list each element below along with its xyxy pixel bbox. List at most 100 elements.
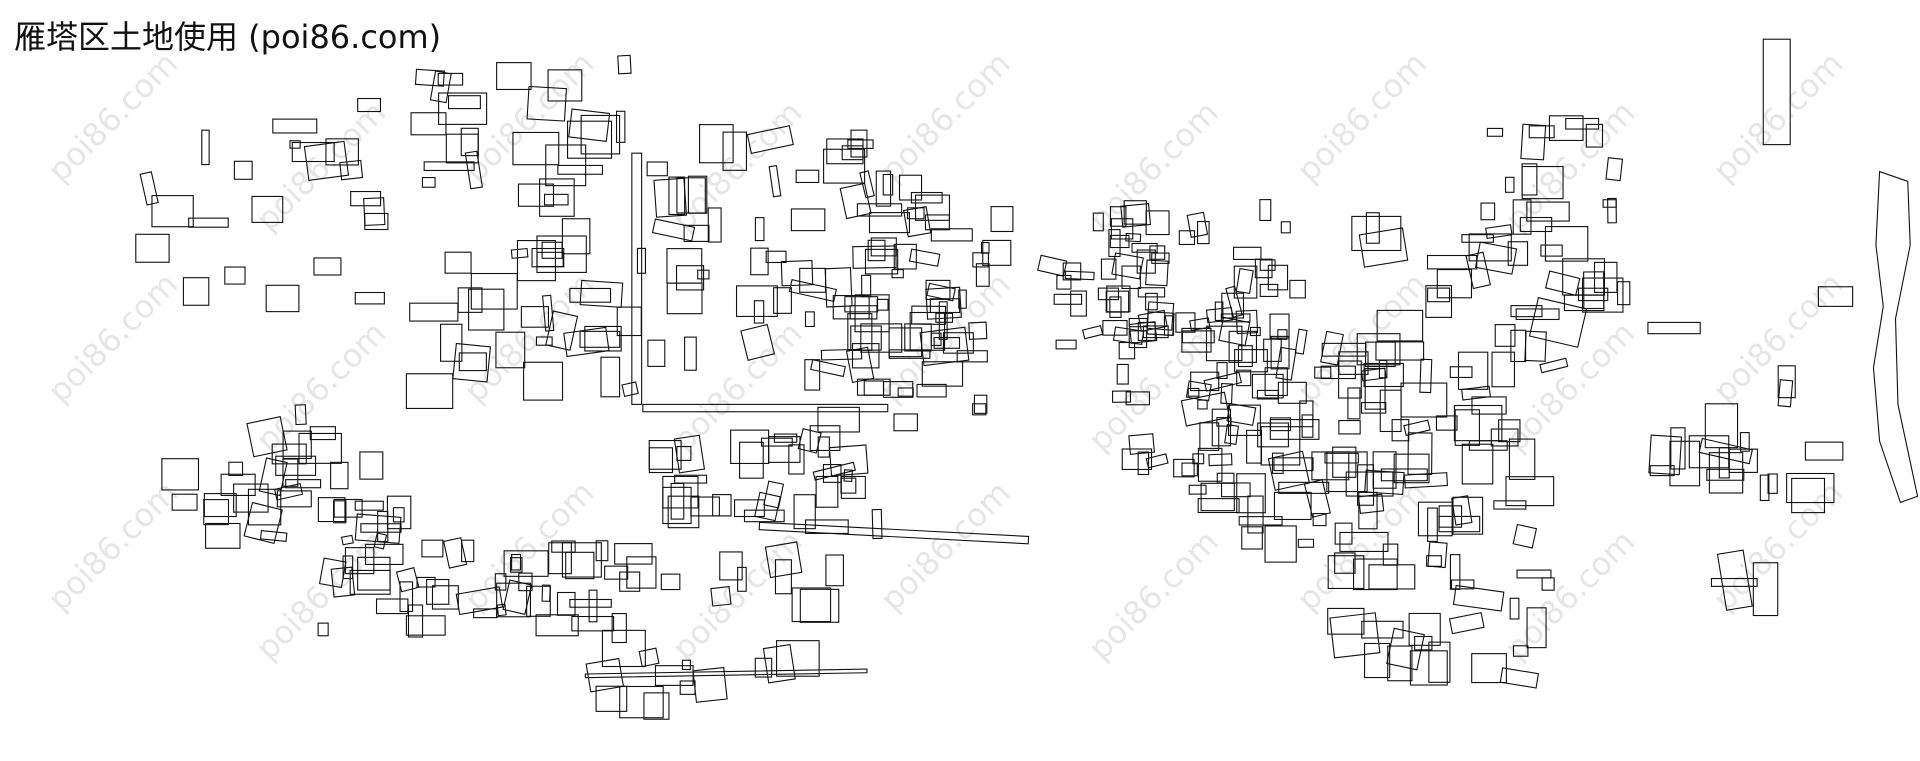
land-parcel[interactable] xyxy=(1109,206,1127,227)
land-parcel[interactable] xyxy=(933,337,961,349)
land-parcel[interactable] xyxy=(579,330,621,348)
land-parcel[interactable] xyxy=(768,436,801,463)
land-parcel[interactable] xyxy=(1356,333,1401,366)
land-parcel[interactable] xyxy=(541,241,563,259)
land-parcel[interactable] xyxy=(438,92,488,125)
land-parcel[interactable] xyxy=(1303,479,1331,518)
land-parcel[interactable] xyxy=(849,305,878,320)
land-parcel[interactable] xyxy=(595,685,628,712)
land-parcel[interactable] xyxy=(1236,473,1266,514)
land-parcel[interactable] xyxy=(1200,482,1235,512)
land-parcel[interactable] xyxy=(1062,262,1082,281)
land-parcel[interactable] xyxy=(888,349,931,359)
land-parcel[interactable] xyxy=(817,406,860,433)
land-parcel[interactable] xyxy=(1351,215,1402,252)
land-parcel[interactable] xyxy=(1526,607,1547,649)
land-parcel[interactable] xyxy=(743,509,785,523)
land-parcel[interactable] xyxy=(1145,259,1169,287)
land-parcel[interactable] xyxy=(1524,330,1547,362)
land-parcel[interactable] xyxy=(1151,252,1170,264)
land-parcel[interactable] xyxy=(1403,419,1431,437)
land-parcel[interactable] xyxy=(1363,362,1404,388)
land-parcel[interactable] xyxy=(468,288,505,331)
land-parcel[interactable] xyxy=(309,426,336,441)
land-parcel[interactable] xyxy=(1669,440,1701,487)
land-parcel[interactable] xyxy=(1227,404,1261,436)
land-parcel[interactable] xyxy=(626,556,657,589)
land-parcel[interactable] xyxy=(776,640,820,677)
land-parcel[interactable] xyxy=(845,346,875,384)
land-parcel[interactable] xyxy=(935,312,954,323)
land-parcel[interactable] xyxy=(545,144,587,187)
land-parcel[interactable] xyxy=(1180,391,1231,427)
land-parcel[interactable] xyxy=(780,260,814,287)
land-parcel[interactable] xyxy=(915,194,951,221)
land-parcel[interactable] xyxy=(273,482,304,501)
land-parcel[interactable] xyxy=(930,228,973,242)
land-parcel[interactable] xyxy=(1238,516,1283,526)
land-parcel[interactable] xyxy=(666,282,703,315)
land-parcel[interactable] xyxy=(1145,210,1170,236)
land-parcel[interactable] xyxy=(864,248,899,275)
land-parcel[interactable] xyxy=(1427,507,1438,542)
land-parcel[interactable] xyxy=(667,495,700,529)
land-parcel[interactable] xyxy=(621,381,639,398)
land-parcel[interactable] xyxy=(421,177,436,188)
land-parcel[interactable] xyxy=(1326,451,1368,493)
land-parcel[interactable] xyxy=(1199,422,1220,451)
land-parcel[interactable] xyxy=(1718,447,1730,479)
land-parcel[interactable] xyxy=(1197,221,1210,245)
land-parcel[interactable] xyxy=(1116,363,1129,385)
land-parcel[interactable] xyxy=(517,183,555,207)
land-parcel[interactable] xyxy=(904,323,932,352)
land-parcel[interactable] xyxy=(925,279,951,300)
land-parcel[interactable] xyxy=(1512,199,1532,235)
land-parcel[interactable] xyxy=(662,475,699,509)
land-parcel[interactable] xyxy=(850,129,868,158)
land-parcel[interactable] xyxy=(1218,316,1251,347)
land-parcel[interactable] xyxy=(285,479,322,489)
land-parcel[interactable] xyxy=(893,413,918,432)
land-parcel[interactable] xyxy=(421,539,444,558)
land-parcel[interactable] xyxy=(457,287,483,313)
land-parcel[interactable] xyxy=(990,206,1014,233)
land-parcel[interactable] xyxy=(359,451,384,480)
land-parcel[interactable] xyxy=(673,434,706,474)
land-parcel[interactable] xyxy=(1163,315,1175,336)
land-parcel[interactable] xyxy=(1548,115,1584,141)
land-parcel[interactable] xyxy=(1357,493,1385,515)
land-parcel[interactable] xyxy=(1544,270,1581,296)
land-parcel[interactable] xyxy=(543,193,569,206)
land-parcel[interactable] xyxy=(1526,201,1570,222)
land-parcel[interactable] xyxy=(1379,389,1402,433)
land-parcel[interactable] xyxy=(642,403,889,413)
land-parcel[interactable] xyxy=(1474,241,1518,275)
land-parcel[interactable] xyxy=(526,585,551,617)
land-parcel[interactable] xyxy=(1259,199,1272,222)
land-parcel[interactable] xyxy=(1786,472,1835,504)
land-parcel[interactable] xyxy=(429,70,452,104)
land-parcel[interactable] xyxy=(1400,382,1448,418)
land-parcel[interactable] xyxy=(773,287,792,314)
land-parcel[interactable] xyxy=(791,587,832,623)
land-parcel[interactable] xyxy=(1224,424,1240,445)
land-parcel[interactable] xyxy=(332,500,347,524)
land-parcel[interactable] xyxy=(510,247,529,259)
land-parcel[interactable] xyxy=(1453,404,1503,442)
land-parcel[interactable] xyxy=(547,69,583,102)
land-parcel[interactable] xyxy=(740,323,776,361)
land-parcel[interactable] xyxy=(1100,258,1117,280)
land-parcel[interactable] xyxy=(844,296,879,313)
land-parcel[interactable] xyxy=(571,615,615,632)
land-parcel[interactable] xyxy=(569,287,612,303)
land-parcel[interactable] xyxy=(1504,176,1515,193)
land-parcel[interactable] xyxy=(1173,458,1195,478)
land-parcel[interactable] xyxy=(303,140,350,182)
land-parcel[interactable] xyxy=(360,523,402,533)
land-parcel[interactable] xyxy=(271,443,307,465)
land-parcel[interactable] xyxy=(294,404,307,426)
land-parcel[interactable] xyxy=(392,507,405,523)
land-parcel[interactable] xyxy=(921,361,964,387)
land-parcel[interactable] xyxy=(1259,283,1279,297)
land-parcel[interactable] xyxy=(1386,627,1425,671)
